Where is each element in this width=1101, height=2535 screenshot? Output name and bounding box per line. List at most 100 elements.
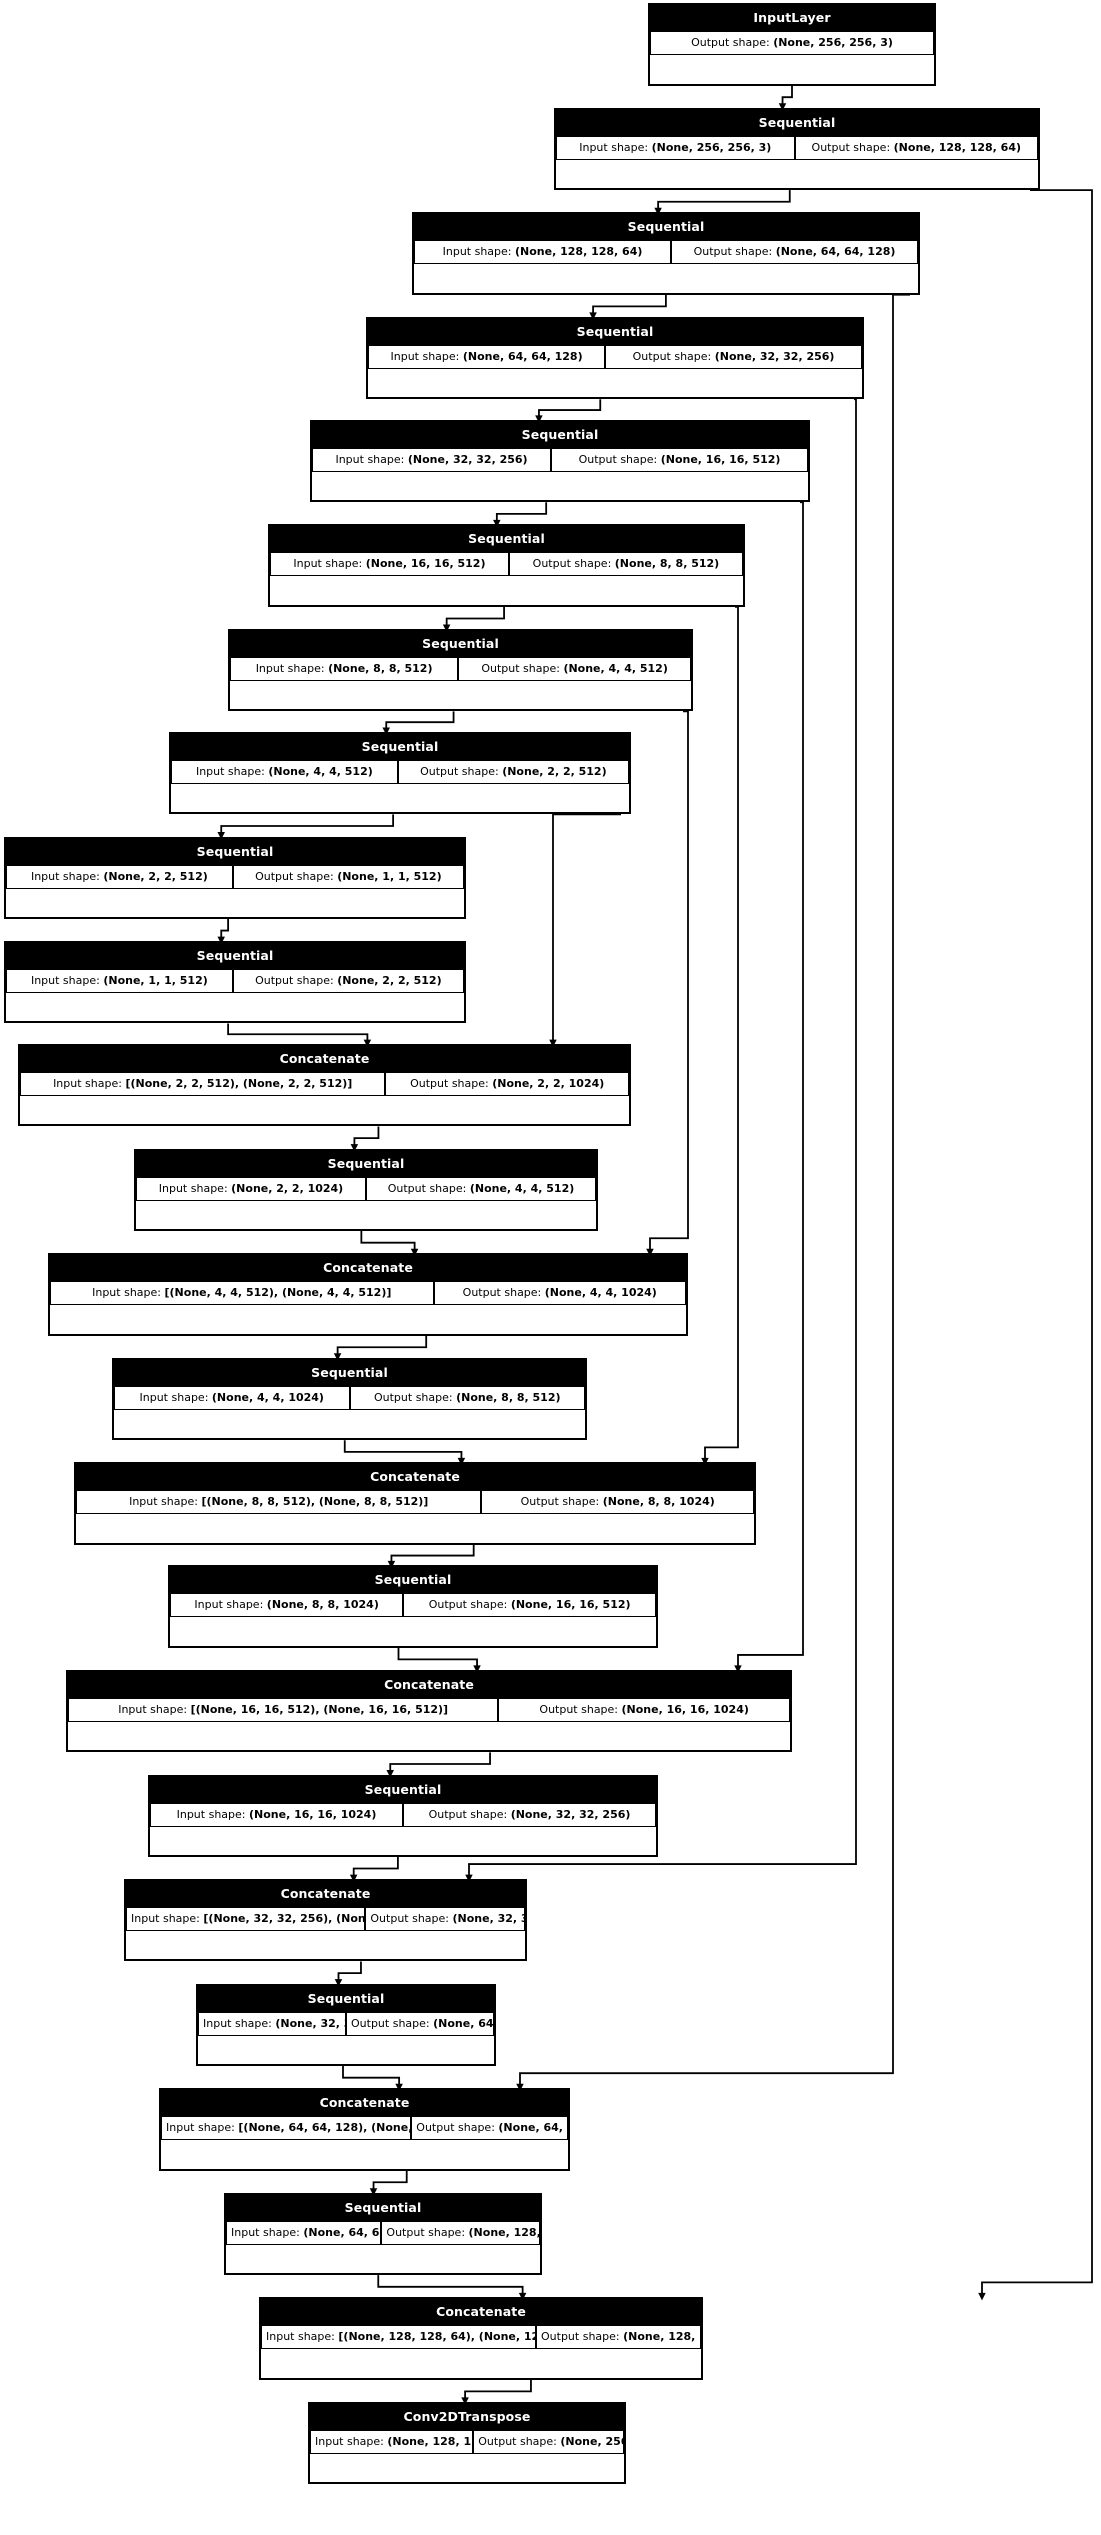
node-shape-row: Input shape: (None, 8, 8, 1024)Output sh… <box>170 1593 656 1618</box>
node-output-shape: Output shape: (None, 1, 1, 512) <box>232 864 464 889</box>
edge <box>334 1961 362 1987</box>
edge <box>349 1856 399 1883</box>
node-output-shape: Output shape: (None, 32, 32, 256) <box>605 344 862 369</box>
node-output-shape: Output shape: (None, 16, 16, 512) <box>403 1593 656 1618</box>
node-input-shape: Input shape: (None, 4, 4, 1024) <box>114 1385 350 1410</box>
node-shape-row: Input shape: (None, 16, 16, 512)Output s… <box>270 552 743 577</box>
node-output-shape: Output shape: (None, 64, 64, 128) <box>671 240 918 265</box>
node-shape-row: Input shape: (None, 32, 32, 256)Output s… <box>312 447 808 472</box>
node-shape-row: Input shape: (None, 64, 64, 128)Output s… <box>368 344 862 369</box>
edge <box>217 918 230 945</box>
edge <box>386 1752 491 1778</box>
node-title: Sequential <box>556 109 1038 136</box>
node-input-shape: Input shape: (None, 1, 1, 512) <box>6 969 233 994</box>
node-input-shape: Input shape: (None, 2, 2, 1024) <box>136 1176 366 1201</box>
node-output-shape: Output shape: (None, 2, 2, 1024) <box>385 1072 629 1097</box>
node-title: Sequential <box>414 214 918 241</box>
node-input-shape: Input shape: (None, 256, 256, 3) <box>556 135 795 160</box>
edge <box>465 398 857 1883</box>
node-output-shape: Output shape: (None, 32, 32, 512) <box>365 1907 525 1932</box>
node-shape-row: Input shape: (None, 32, 32, 512)Output s… <box>198 2011 494 2036</box>
edge <box>342 2066 403 2092</box>
node-shape-row: Input shape: (None, 16, 16, 1024)Output … <box>150 1802 656 1827</box>
node-input-shape: Input shape: (None, 64, 64, 128) <box>368 344 606 369</box>
node-input-shape: Input shape: [(None, 64, 64, 128), (None… <box>161 2116 412 2141</box>
node-shape-row: Input shape: [(None, 8, 8, 512), (None, … <box>76 1490 754 1515</box>
node-shape-row: Input shape: [(None, 128, 128, 64), (Non… <box>261 2325 701 2350</box>
node-output-shape: Output shape: (None, 64, 64, 128) <box>346 2011 494 2036</box>
node-shape-row: Input shape: (None, 128, 128, 64)Output … <box>414 240 918 265</box>
edge <box>369 2170 408 2196</box>
node-output-shape: Output shape: (None, 32, 32, 256) <box>403 1802 656 1827</box>
node-title: Concatenate <box>68 1671 790 1698</box>
edge <box>360 1231 419 1257</box>
node-output-shape: Output shape: (None, 256, 256, 3) <box>650 31 934 56</box>
node-title: Sequential <box>170 1567 656 1594</box>
edge <box>535 399 602 423</box>
node-input-shape: Input shape: (None, 128, 128, 64) <box>414 240 672 265</box>
node-title: Concatenate <box>126 1881 525 1908</box>
node-input-shape: Input shape: [(None, 4, 4, 512), (None, … <box>50 1281 434 1306</box>
node-output-shape: Output shape: (None, 4, 4, 512) <box>458 656 691 681</box>
node-shape-row: Input shape: (None, 4, 4, 1024)Output sh… <box>114 1385 585 1410</box>
node-shape-row: Input shape: [(None, 32, 32, 256), (None… <box>126 1907 525 1932</box>
edge <box>217 814 395 840</box>
node-input-shape: Input shape: (None, 2, 2, 512) <box>6 864 233 889</box>
node-shape-row: Input shape: (None, 4, 4, 512)Output sha… <box>171 759 629 784</box>
node-title: Sequential <box>114 1359 585 1386</box>
edge <box>382 711 455 735</box>
node-input-shape: Input shape: (None, 4, 4, 512) <box>171 759 398 784</box>
edge <box>397 1647 481 1673</box>
edge <box>646 710 689 1257</box>
node-shape-row: Input shape: (None, 64, 64, 256)Output s… <box>226 2220 540 2245</box>
node-shape-row: Input shape: (None, 8, 8, 512)Output sha… <box>230 656 691 681</box>
node-shape-row: Input shape: [(None, 16, 16, 512), (None… <box>68 1697 790 1722</box>
node-input-shape: Input shape: [(None, 16, 16, 512), (None… <box>68 1697 499 1722</box>
node-title: Sequential <box>270 526 743 553</box>
node-shape-row: Input shape: (None, 2, 2, 1024)Output sh… <box>136 1176 596 1201</box>
node-title: Concatenate <box>76 1464 754 1491</box>
node-input-shape: Input shape: (None, 16, 16, 512) <box>270 552 509 577</box>
node-title: Concatenate <box>50 1255 686 1282</box>
node-input-shape: Input shape: [(None, 2, 2, 512), (None, … <box>20 1072 386 1097</box>
node-output-shape: Output shape: (None, 4, 4, 512) <box>366 1176 596 1201</box>
node-title: Sequential <box>368 318 862 345</box>
node-shape-row: Input shape: [(None, 4, 4, 512), (None, … <box>50 1281 686 1306</box>
node-output-shape: Output shape: (None, 8, 8, 512) <box>349 1385 585 1410</box>
node-title: Sequential <box>312 421 808 448</box>
node-input-shape: Input shape: (None, 8, 8, 1024) <box>170 1593 404 1618</box>
node-title: Sequential <box>171 733 629 760</box>
node-title: Concatenate <box>161 2090 568 2117</box>
node-title: Sequential <box>198 1985 494 2012</box>
node-shape-row: Input shape: [(None, 64, 64, 128), (None… <box>161 2116 568 2141</box>
node-shape-row: Input shape: (None, 1, 1, 512)Output sha… <box>6 969 464 994</box>
node-output-shape: Output shape: (None, 128, 128, 128) <box>536 2325 701 2350</box>
node-title: Sequential <box>230 630 691 657</box>
node-input-shape: Input shape: (None, 8, 8, 512) <box>230 656 459 681</box>
node-shape-row: Input shape: (None, 2, 2, 512)Output sha… <box>6 864 464 889</box>
